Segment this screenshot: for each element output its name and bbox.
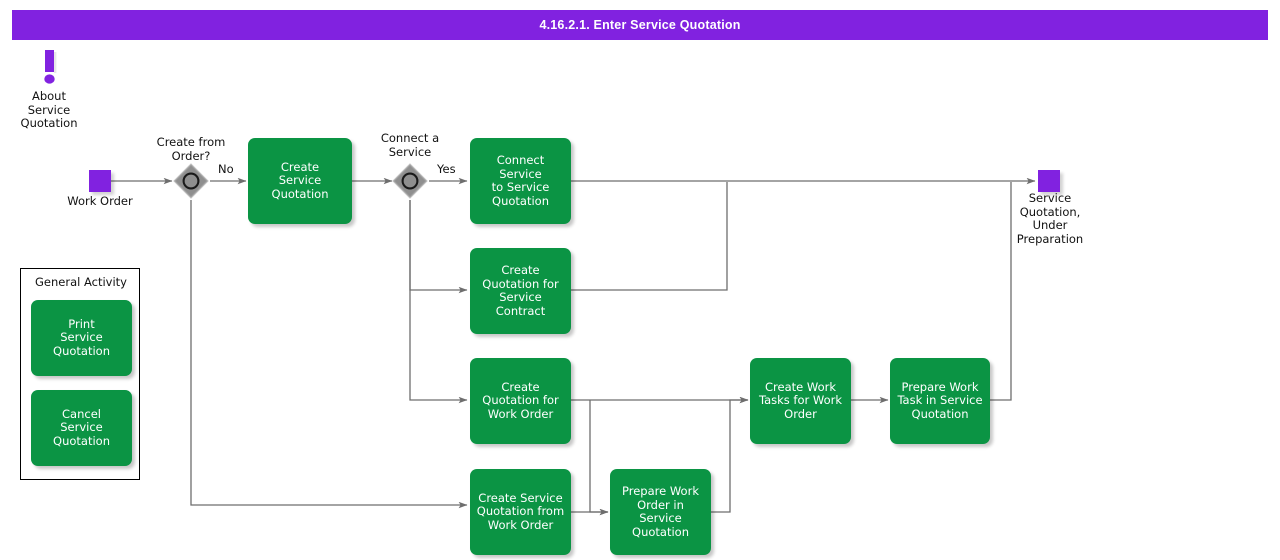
start-event-work-order-label: Work Order (50, 194, 150, 209)
gw2-label-line-2: Service (388, 144, 432, 159)
act8-line-1: Prepare Work (901, 379, 979, 394)
act2-line-1: Connect Service (496, 153, 545, 181)
legend-general-activity: General Activity Print Service Quotation… (20, 268, 140, 480)
gateway-connect-a-service[interactable] (391, 162, 429, 200)
act8-line-2: Task in Service (897, 393, 983, 408)
act7-line-3: Order (784, 406, 817, 421)
act2-line-2: to Service (491, 180, 550, 194)
info-marker-line-1: About (31, 89, 66, 103)
gateway-create-from-order[interactable] (172, 162, 210, 200)
activity-create-work-tasks-for-work-order[interactable]: Create Work Tasks for Work Order (750, 358, 851, 444)
edge-quotation-work-order-to-prepare-work-order (589, 400, 609, 516)
act6-line-3: Quotation (632, 524, 689, 539)
gateway-connect-a-service-label: Connect a Service (360, 131, 460, 159)
act4-line-3: Work Order (487, 406, 554, 421)
act2-line-3: Quotation (492, 193, 549, 208)
act4-line-1: Create (501, 379, 540, 394)
legend1-line-1: Print (68, 316, 95, 331)
act8-line-3: Quotation (911, 406, 969, 421)
edge-gw1-to-sq-from-work-order (190, 200, 468, 509)
activity-create-quotation-for-work-order[interactable]: Create Quotation for Work Order (470, 358, 571, 444)
gw2-label-line-1: Connect a (380, 131, 440, 145)
act1-line-2: Service (278, 173, 322, 188)
edge-prepare-work-order-to-create-work-tasks (711, 396, 749, 513)
end-event-service-quotation-under-preparation[interactable] (1038, 170, 1060, 192)
legend1-line-3: Quotation (53, 343, 110, 358)
page-title-text: 4.16.2.1. Enter Service Quotation (539, 18, 741, 32)
activity-prepare-work-task-in-service-quotation[interactable]: Prepare Work Task in Service Quotation (890, 358, 990, 444)
info-marker-label: About Service Quotation (4, 89, 94, 131)
info-marker-line-2: Service (27, 102, 71, 117)
edge-quotation-service-contract-to-end (571, 182, 728, 291)
end-event-line-4: Preparation (1016, 231, 1084, 246)
branch-label-yes: Yes (437, 162, 456, 176)
act5-line-1: Create Service (478, 490, 563, 505)
activity-prepare-work-order-in-service-quotation[interactable]: Prepare Work Order in Service Quotation (610, 469, 711, 555)
act7-line-1: Create Work (765, 379, 836, 394)
act3-line-3: Service Contract (495, 290, 546, 318)
gw1-label-line-1: Create from (156, 135, 226, 149)
act4-line-2: Quotation for (482, 393, 559, 408)
branch-label-no: No (218, 162, 234, 176)
act1-line-3: Quotation (271, 186, 329, 201)
edge-gw2-to-quotation-service-contract (409, 200, 468, 294)
page-title: 4.16.2.1. Enter Service Quotation (12, 10, 1268, 40)
act6-line-2: Order in Service (637, 497, 684, 525)
act7-line-2: Tasks for Work (758, 393, 843, 408)
activity-create-quotation-for-service-contract[interactable]: Create Quotation for Service Contract (470, 248, 571, 334)
act5-line-3: Work Order (487, 517, 554, 532)
start-event-work-order[interactable] (89, 170, 111, 192)
act5-line-2: Quotation from (476, 504, 565, 519)
gateway-create-from-order-label: Create from Order? (141, 135, 241, 163)
legend2-line-1: Cancel (62, 406, 101, 421)
legend-title: General Activity (35, 275, 127, 289)
legend2-line-3: Quotation (53, 433, 110, 448)
end-event-line-3: Under (1032, 218, 1068, 232)
legend-item-print-service-quotation[interactable]: Print Service Quotation (31, 300, 132, 376)
act1-line-1: Create (280, 159, 320, 174)
act6-line-1: Prepare Work (622, 484, 699, 498)
info-marker-line-3: Quotation (20, 116, 78, 130)
act3-line-1: Create (501, 263, 540, 277)
legend1-line-2: Service (60, 330, 103, 345)
legend2-line-2: Service (60, 420, 103, 435)
end-event-line-2: Quotation, (1019, 204, 1081, 219)
end-event-line-1: Service (1028, 191, 1072, 205)
gw1-label-line-2: Order? (171, 148, 211, 163)
end-event-label: Service Quotation, Under Preparation (994, 191, 1106, 246)
activity-create-service-quotation[interactable]: Create Service Quotation (248, 138, 352, 224)
activity-create-service-quotation-from-work-order[interactable]: Create Service Quotation from Work Order (470, 469, 571, 555)
act3-line-2: Quotation for (482, 276, 559, 291)
activity-connect-service-to-service-quotation[interactable]: Connect Service to Service Quotation (470, 138, 571, 224)
legend-item-cancel-service-quotation[interactable]: Cancel Service Quotation (31, 390, 132, 466)
start-event-label-line-1: Work Order (67, 194, 133, 208)
edge-gw2-to-quotation-work-order (409, 200, 468, 404)
exclamation-mark-icon (38, 50, 64, 86)
